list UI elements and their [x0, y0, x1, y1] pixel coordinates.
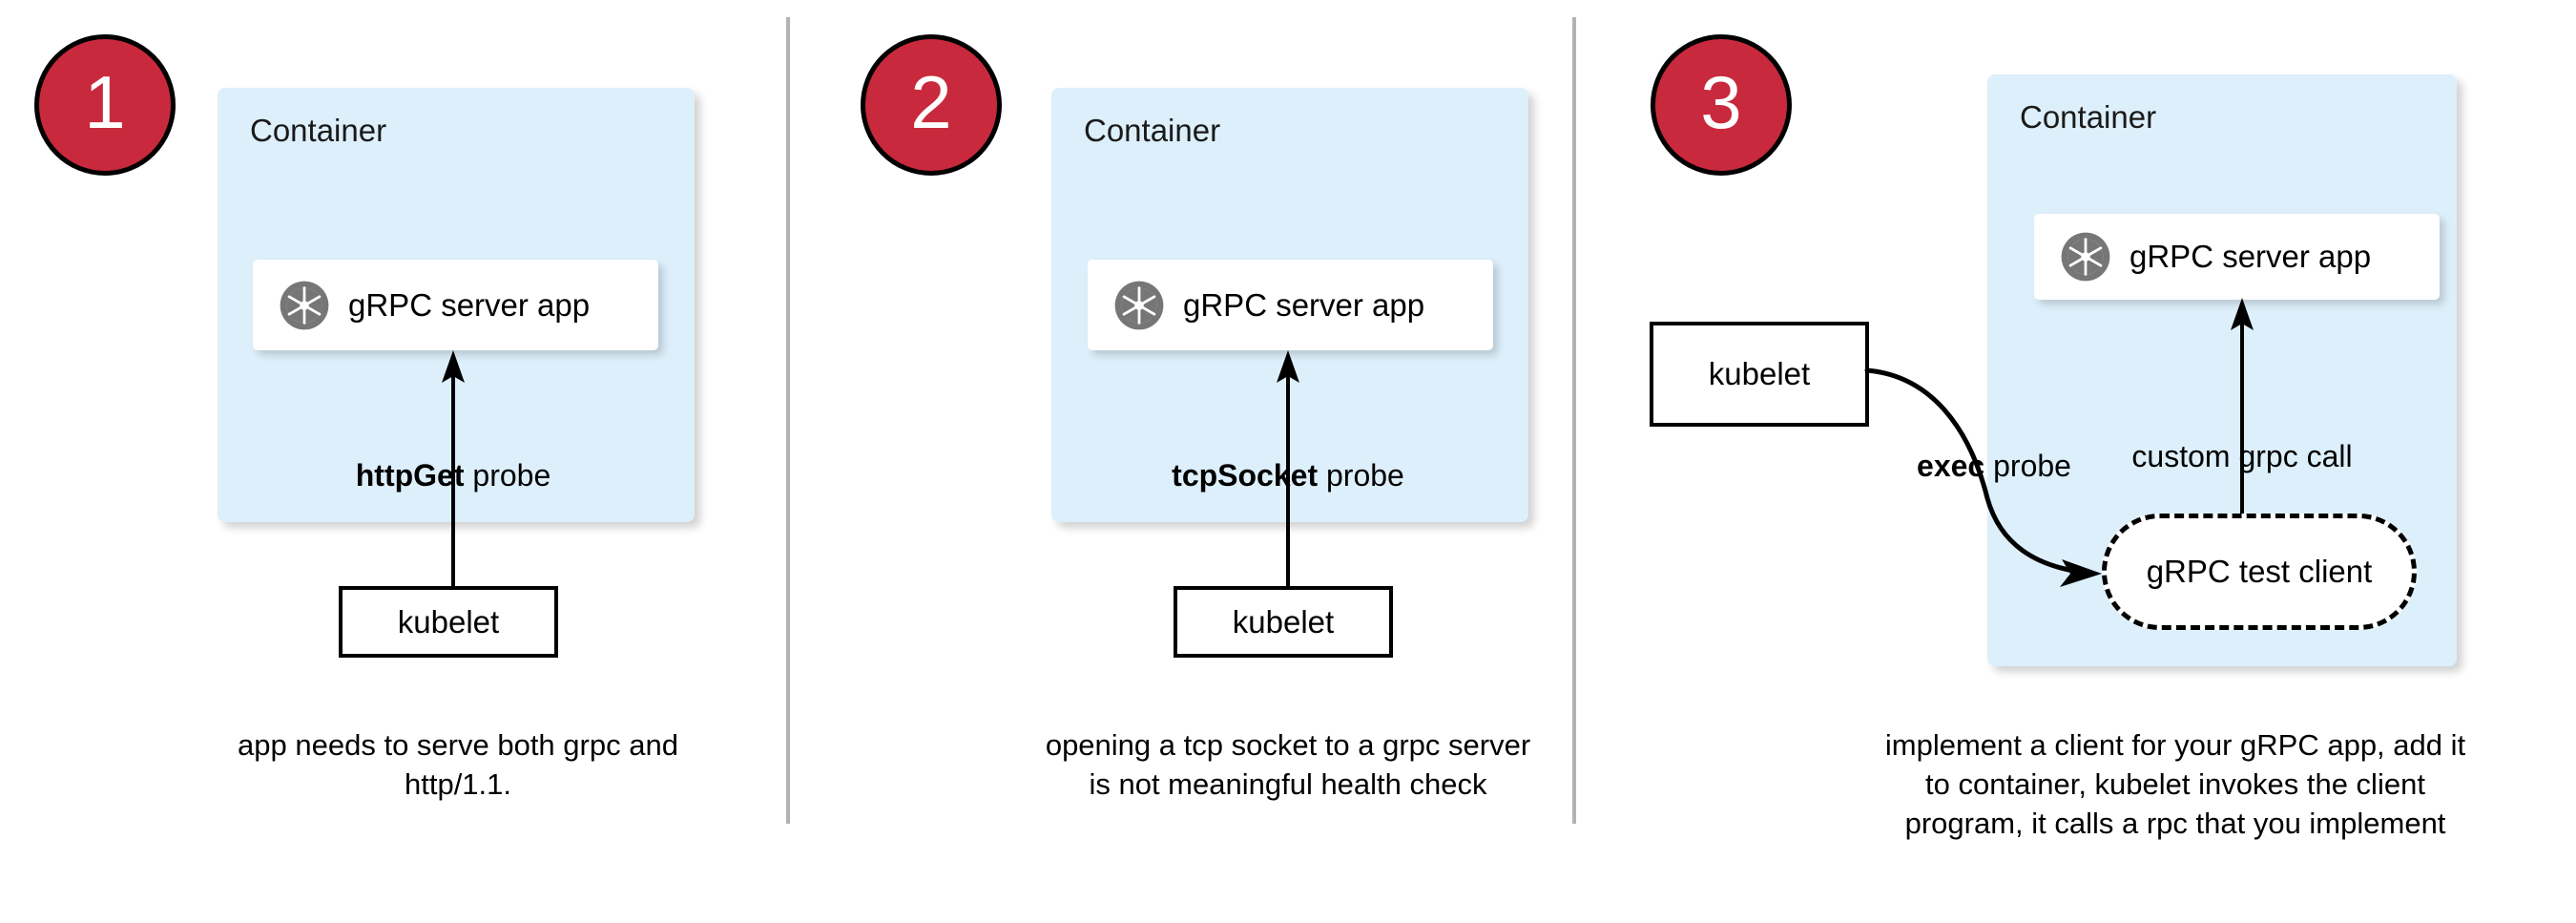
grpc-server-app-label: gRPC server app — [348, 286, 591, 323]
step-badge-3: 3 — [1651, 34, 1792, 176]
kubelet-box-3: kubelet — [1650, 322, 1869, 427]
panel-caption-2: opening a tcp socket to a grpc server is… — [1045, 728, 1531, 802]
kubelet-box-2: kubelet — [1174, 586, 1393, 658]
probe-suffix: probe — [1318, 458, 1404, 493]
kubelet-box-1: kubelet — [339, 586, 558, 658]
exec-probe-label: exec probe — [1841, 449, 2147, 484]
panel-divider-2 — [1572, 17, 1576, 824]
exec-probe-curved-arrow — [1864, 367, 2102, 587]
step-badge-number: 3 — [1700, 60, 1742, 144]
probe-name: httpGet — [355, 458, 465, 493]
step-badge-number: 1 — [84, 60, 126, 144]
grpc-server-app-card-2: gRPC server app — [1088, 260, 1493, 350]
custom-grpc-call-arrow — [2231, 298, 2254, 536]
probe-name: tcpSocket — [1172, 458, 1319, 493]
step-badge-2: 2 — [861, 34, 1002, 176]
step-badge-number: 2 — [910, 60, 952, 144]
tcpsocket-probe-label: tcpSocket probe — [1097, 458, 1479, 493]
container-label: Container — [2020, 99, 2157, 135]
probe-suffix: probe — [1984, 449, 2071, 483]
probe-name: exec — [1917, 449, 1985, 483]
grpc-test-client-label: gRPC test client — [2146, 554, 2373, 589]
container-label: Container — [250, 113, 387, 148]
grpc-aperture-icon — [2061, 232, 2110, 282]
httpget-probe-arrow — [442, 350, 465, 589]
panel-caption-3: implement a client for your gRPC app, ad… — [1884, 728, 2466, 841]
grpc-test-client-pill: gRPC test client — [2102, 514, 2417, 630]
panel-caption-1: app needs to serve both grpc and http/1.… — [238, 728, 678, 802]
grpc-aperture-icon — [280, 281, 329, 329]
grpc-server-app-card-1: gRPC server app — [253, 260, 658, 350]
probe-suffix: probe — [464, 458, 551, 493]
kubelet-label: kubelet — [397, 603, 500, 640]
kubelet-label: kubelet — [1232, 603, 1335, 640]
step-badge-1: 1 — [34, 34, 176, 176]
grpc-server-app-label: gRPC server app — [1183, 286, 1425, 323]
kubelet-label: kubelet — [1708, 356, 1811, 391]
httpget-probe-label: httpGet probe — [262, 458, 644, 493]
grpc-server-app-label: gRPC server app — [2129, 239, 2372, 274]
tcpsocket-probe-arrow — [1277, 350, 1299, 589]
panel-divider-1 — [786, 17, 790, 824]
container-label: Container — [1084, 113, 1221, 148]
grpc-server-app-card-3: gRPC server app — [2034, 214, 2440, 300]
grpc-aperture-icon — [1114, 281, 1164, 329]
custom-grpc-call-label: custom grpc call — [2131, 439, 2353, 473]
